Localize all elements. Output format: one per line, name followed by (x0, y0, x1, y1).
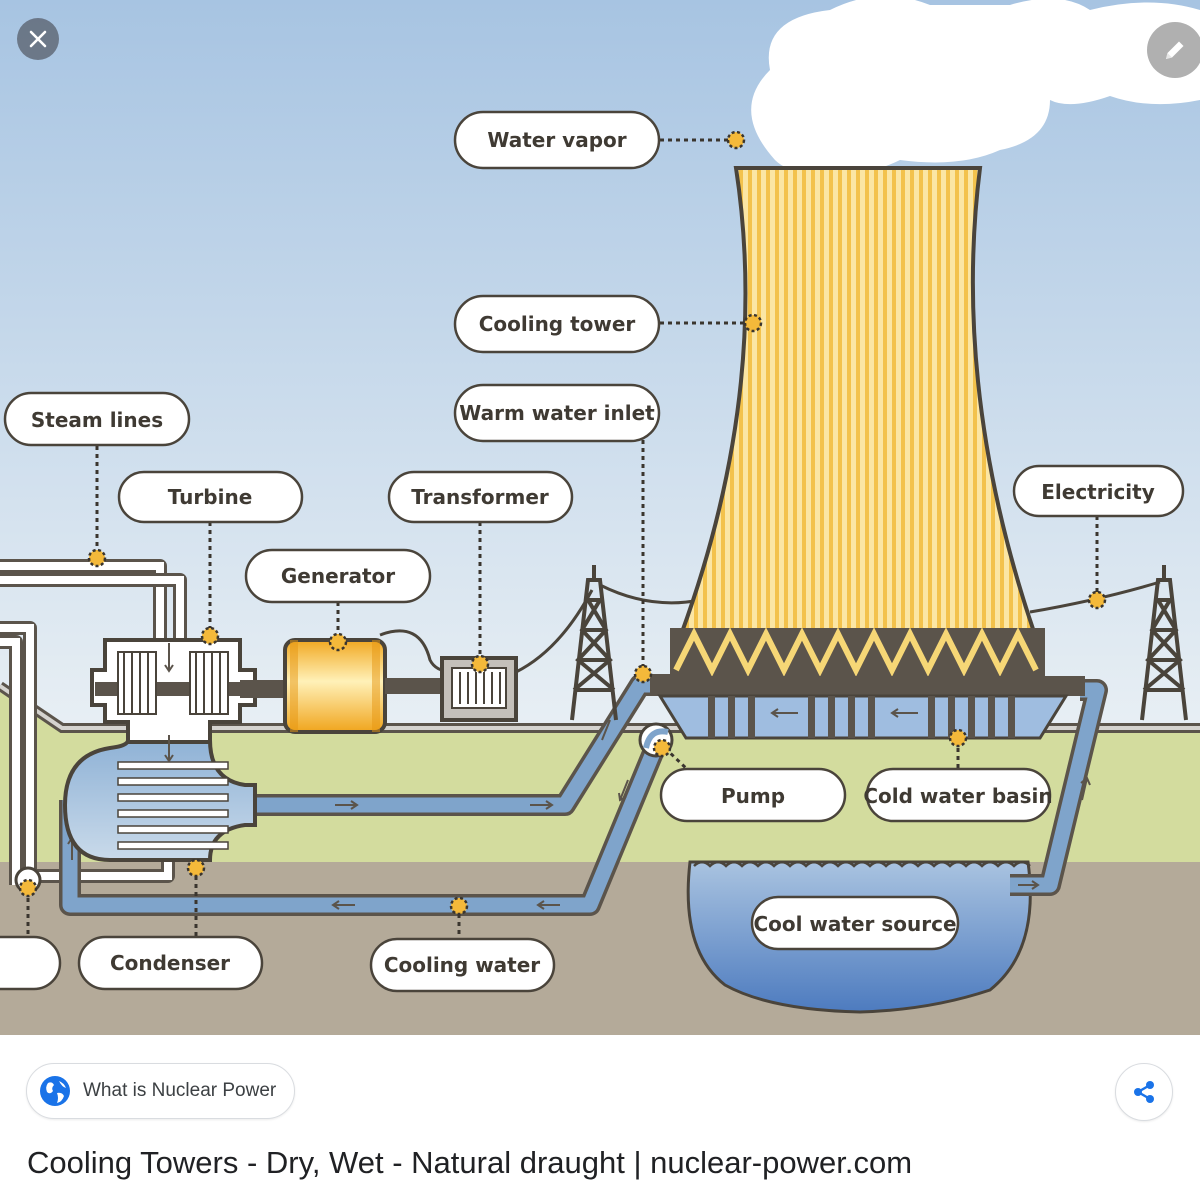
pylon-right (1140, 565, 1188, 721)
svg-text:Turbine: Turbine (168, 485, 253, 509)
svg-text:Transformer: Transformer (411, 485, 549, 509)
condenser-unit (62, 738, 257, 862)
globe-icon (40, 1076, 70, 1106)
svg-text:Steam lines: Steam lines (31, 408, 163, 432)
label-water-vapor: Water vapor (453, 110, 661, 170)
svg-text:Generator: Generator (281, 564, 395, 588)
edit-button[interactable] (1147, 22, 1200, 78)
share-icon (1134, 1081, 1154, 1103)
svg-text:Cool water source: Cool water source (753, 912, 956, 936)
label-generator: Generator (244, 548, 432, 604)
label-cool-water-source: Cool water source (750, 895, 960, 951)
label-cooling-tower: Cooling tower (453, 294, 661, 354)
label-cooling-water: Cooling water (369, 937, 556, 993)
turbine-unit (90, 638, 295, 763)
label-turbine: Turbine (117, 470, 304, 524)
pylon-left (570, 565, 618, 721)
svg-text:Pump: Pump (721, 784, 785, 808)
label-partial-left (0, 935, 62, 991)
cooling-tower-diagram: Water vapor Cooling tower Steam lines Wa… (0, 0, 1200, 1035)
source-name: What is Nuclear Power (83, 1080, 277, 1101)
label-warm-water-inlet: Warm water inlet (453, 383, 661, 443)
label-condenser: Condenser (77, 935, 264, 991)
close-button[interactable] (17, 18, 59, 60)
svg-text:Cold water basin: Cold water basin (863, 784, 1052, 808)
image-caption-link[interactable]: Cooling Towers - Dry, Wet - Natural drau… (27, 1145, 913, 1180)
svg-text:Warm water inlet: Warm water inlet (459, 401, 655, 425)
svg-text:Cooling tower: Cooling tower (479, 312, 636, 336)
image-result-footer: What is Nuclear Power Cooling Towers - D… (0, 1035, 1200, 1197)
close-icon (29, 30, 47, 48)
svg-text:Cooling water: Cooling water (384, 953, 540, 977)
label-pump: Pump (659, 767, 847, 823)
pencil-icon (1166, 41, 1184, 59)
share-button[interactable] (1115, 1063, 1173, 1121)
svg-text:Electricity: Electricity (1041, 480, 1155, 504)
label-electricity: Electricity (1012, 464, 1185, 518)
svg-text:Condenser: Condenser (110, 951, 230, 975)
source-chip[interactable]: What is Nuclear Power (26, 1063, 296, 1119)
svg-text:Water vapor: Water vapor (487, 128, 626, 152)
label-transformer: Transformer (387, 470, 574, 524)
label-cold-water-basin: Cold water basin (863, 767, 1053, 823)
label-steam-lines: Steam lines (3, 391, 191, 447)
